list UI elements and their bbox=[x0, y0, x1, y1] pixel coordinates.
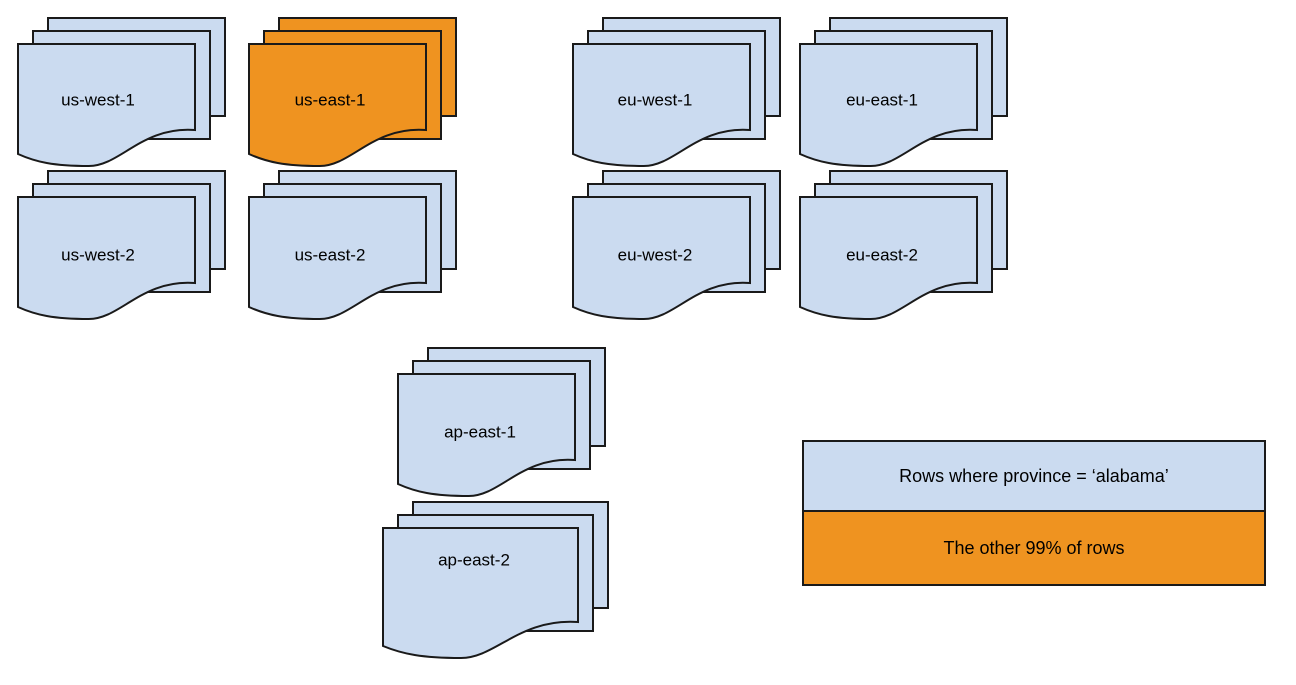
stack-sheet-front bbox=[572, 43, 751, 168]
legend-label: The other 99% of rows bbox=[943, 538, 1124, 558]
region-stack-us-west-2[interactable]: us-west-2 bbox=[17, 170, 226, 321]
region-stack-eu-west-1[interactable]: eu-west-1 bbox=[572, 17, 781, 168]
stack-sheet-front bbox=[17, 43, 196, 168]
region-stack-us-east-2[interactable]: us-east-2 bbox=[248, 170, 457, 321]
legend-group: Rows where province = ‘alabama’ The other… bbox=[802, 440, 1266, 586]
region-stack-eu-west-2[interactable]: eu-west-2 bbox=[572, 170, 781, 321]
region-stack-ap-east-1[interactable]: ap-east-1 bbox=[397, 347, 606, 498]
stack-sheet-front bbox=[17, 196, 196, 321]
region-stack-ap-east-2[interactable]: ap-east-2 bbox=[382, 501, 609, 660]
region-label: us-west-2 bbox=[61, 245, 135, 264]
region-label: us-west-1 bbox=[61, 90, 135, 109]
legend-swatch bbox=[802, 440, 1266, 512]
legend-swatch bbox=[802, 510, 1266, 586]
region-stacks-group: us-west-1 us-east-1 eu-west-1 eu-east-1 us-w… bbox=[17, 17, 1008, 660]
stack-sheet-front bbox=[799, 43, 978, 168]
legend-label: Rows where province = ‘alabama’ bbox=[899, 466, 1169, 486]
region-stack-us-east-1[interactable]: us-east-1 bbox=[248, 17, 457, 168]
region-label: ap-east-2 bbox=[438, 550, 510, 569]
legend-row-other: The other 99% of rows bbox=[802, 510, 1266, 586]
stack-sheet-front bbox=[397, 373, 576, 498]
region-label: ap-east-1 bbox=[444, 422, 516, 441]
region-label: eu-east-1 bbox=[846, 90, 918, 109]
stack-sheet-front bbox=[572, 196, 751, 321]
stack-sheet-front bbox=[382, 527, 579, 660]
region-stack-us-west-1[interactable]: us-west-1 bbox=[17, 17, 226, 168]
region-stack-eu-east-2[interactable]: eu-east-2 bbox=[799, 170, 1008, 321]
region-label: us-east-1 bbox=[295, 90, 366, 109]
region-label: eu-west-1 bbox=[618, 90, 693, 109]
legend-row-alabama: Rows where province = ‘alabama’ bbox=[802, 440, 1266, 512]
stack-sheet-front bbox=[248, 196, 427, 321]
region-label: eu-west-2 bbox=[618, 245, 693, 264]
region-label: eu-east-2 bbox=[846, 245, 918, 264]
region-stack-eu-east-1[interactable]: eu-east-1 bbox=[799, 17, 1008, 168]
region-label: us-east-2 bbox=[295, 245, 366, 264]
stack-sheet-front bbox=[799, 196, 978, 321]
stack-sheet-front bbox=[248, 43, 427, 168]
